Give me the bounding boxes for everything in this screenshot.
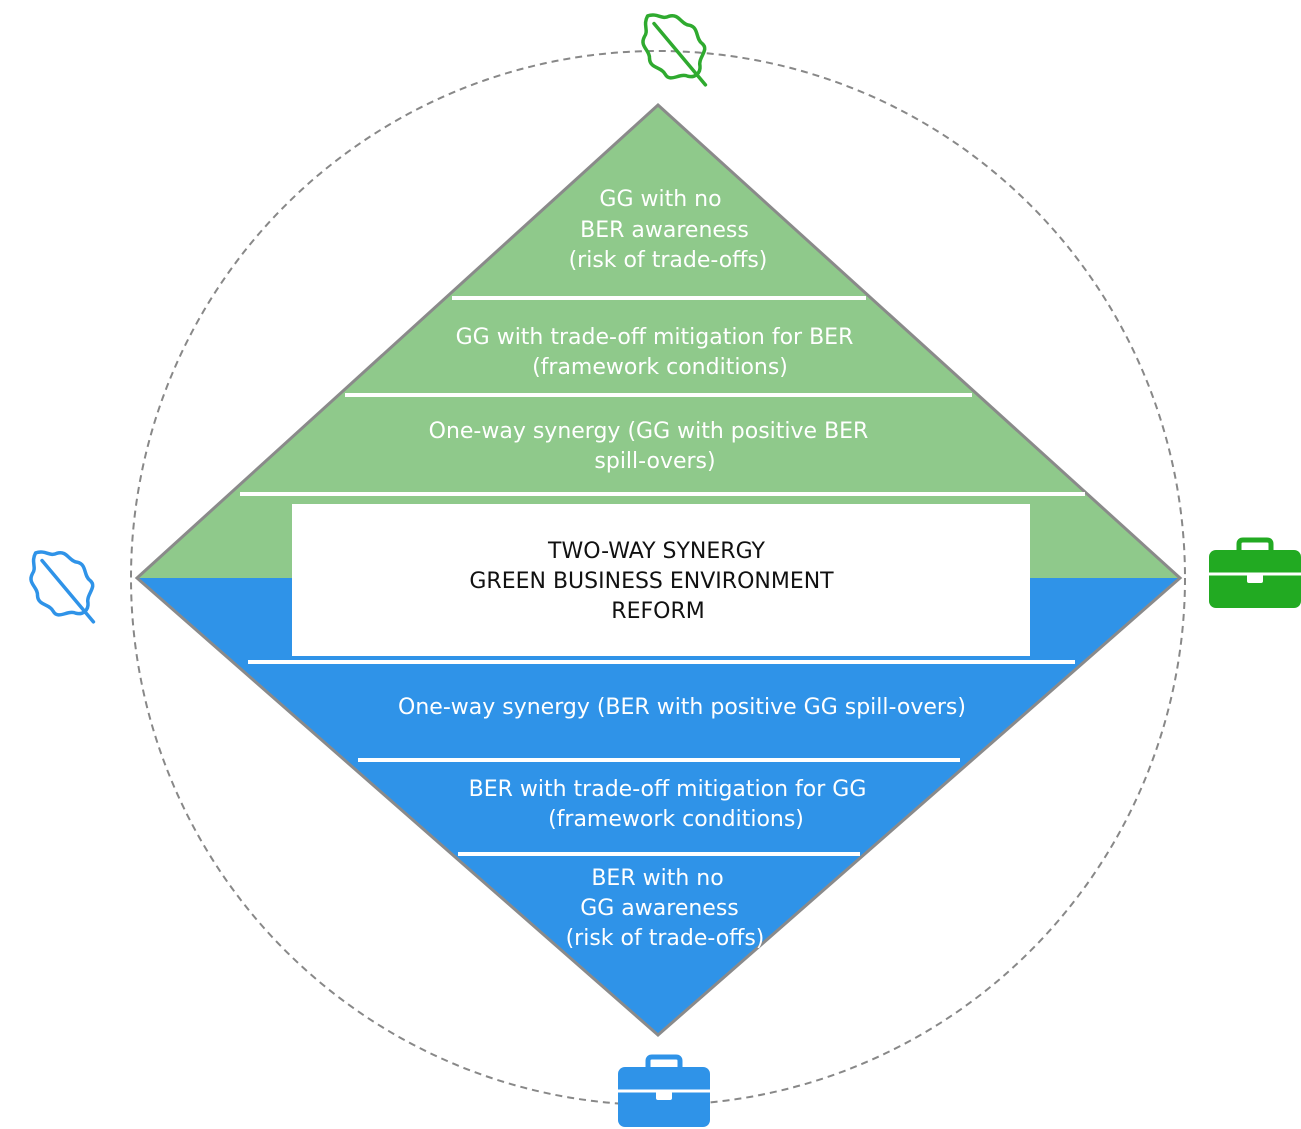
tier-line: (framework conditions) xyxy=(532,355,788,380)
center-title-line: TWO-WAY SYNERGY xyxy=(547,539,765,564)
center-title-line: GREEN BUSINESS ENVIRONMENT xyxy=(469,569,834,594)
center-box xyxy=(292,504,1030,656)
green-tier-2: GG with trade-off mitigation for BER (fr… xyxy=(456,325,861,380)
tier-line: (risk of trade-offs) xyxy=(569,248,768,273)
briefcase-icon xyxy=(1209,537,1301,608)
tier-line: spill-overs) xyxy=(594,449,715,474)
tier-line: GG with no xyxy=(599,187,721,212)
blue-lower-triangle xyxy=(137,578,1180,1035)
tier-line: (framework conditions) xyxy=(548,807,804,832)
blue-tier-2: BER with trade-off mitigation for GG (fr… xyxy=(469,777,874,832)
tier-line: BER with trade-off mitigation for GG xyxy=(469,777,867,802)
tier-line: BER with no xyxy=(591,866,723,891)
tier-line: GG with trade-off mitigation for BER xyxy=(456,325,854,350)
green-upper-triangle xyxy=(137,105,1180,578)
diamond-outline xyxy=(134,102,1183,1037)
green-tier-3: One-way synergy (GG with positive BER sp… xyxy=(429,419,876,474)
tier-line: (risk of trade-offs) xyxy=(566,926,765,951)
center-title-line: REFORM xyxy=(611,599,704,624)
center-title: TWO-WAY SYNERGY GREEN BUSINESS ENVIRONME… xyxy=(469,539,840,624)
leaf-icon xyxy=(641,13,708,87)
tier-line: GG awareness xyxy=(580,896,739,921)
leaf-icon xyxy=(29,550,96,624)
blue-tier-1: One-way synergy (BER with positive GG sp… xyxy=(398,695,966,720)
blue-tier-3: BER with no GG awareness (risk of trade-… xyxy=(566,866,765,951)
briefcase-icon xyxy=(618,1054,710,1127)
tier-line: One-way synergy (BER with positive GG sp… xyxy=(398,695,966,720)
tier-line: BER awareness xyxy=(580,218,749,243)
green-tier-1: GG with no BER awareness (risk of trade-… xyxy=(569,187,768,273)
tier-line: One-way synergy (GG with positive BER xyxy=(429,419,869,444)
outer-dashed-circle xyxy=(130,50,1186,1106)
